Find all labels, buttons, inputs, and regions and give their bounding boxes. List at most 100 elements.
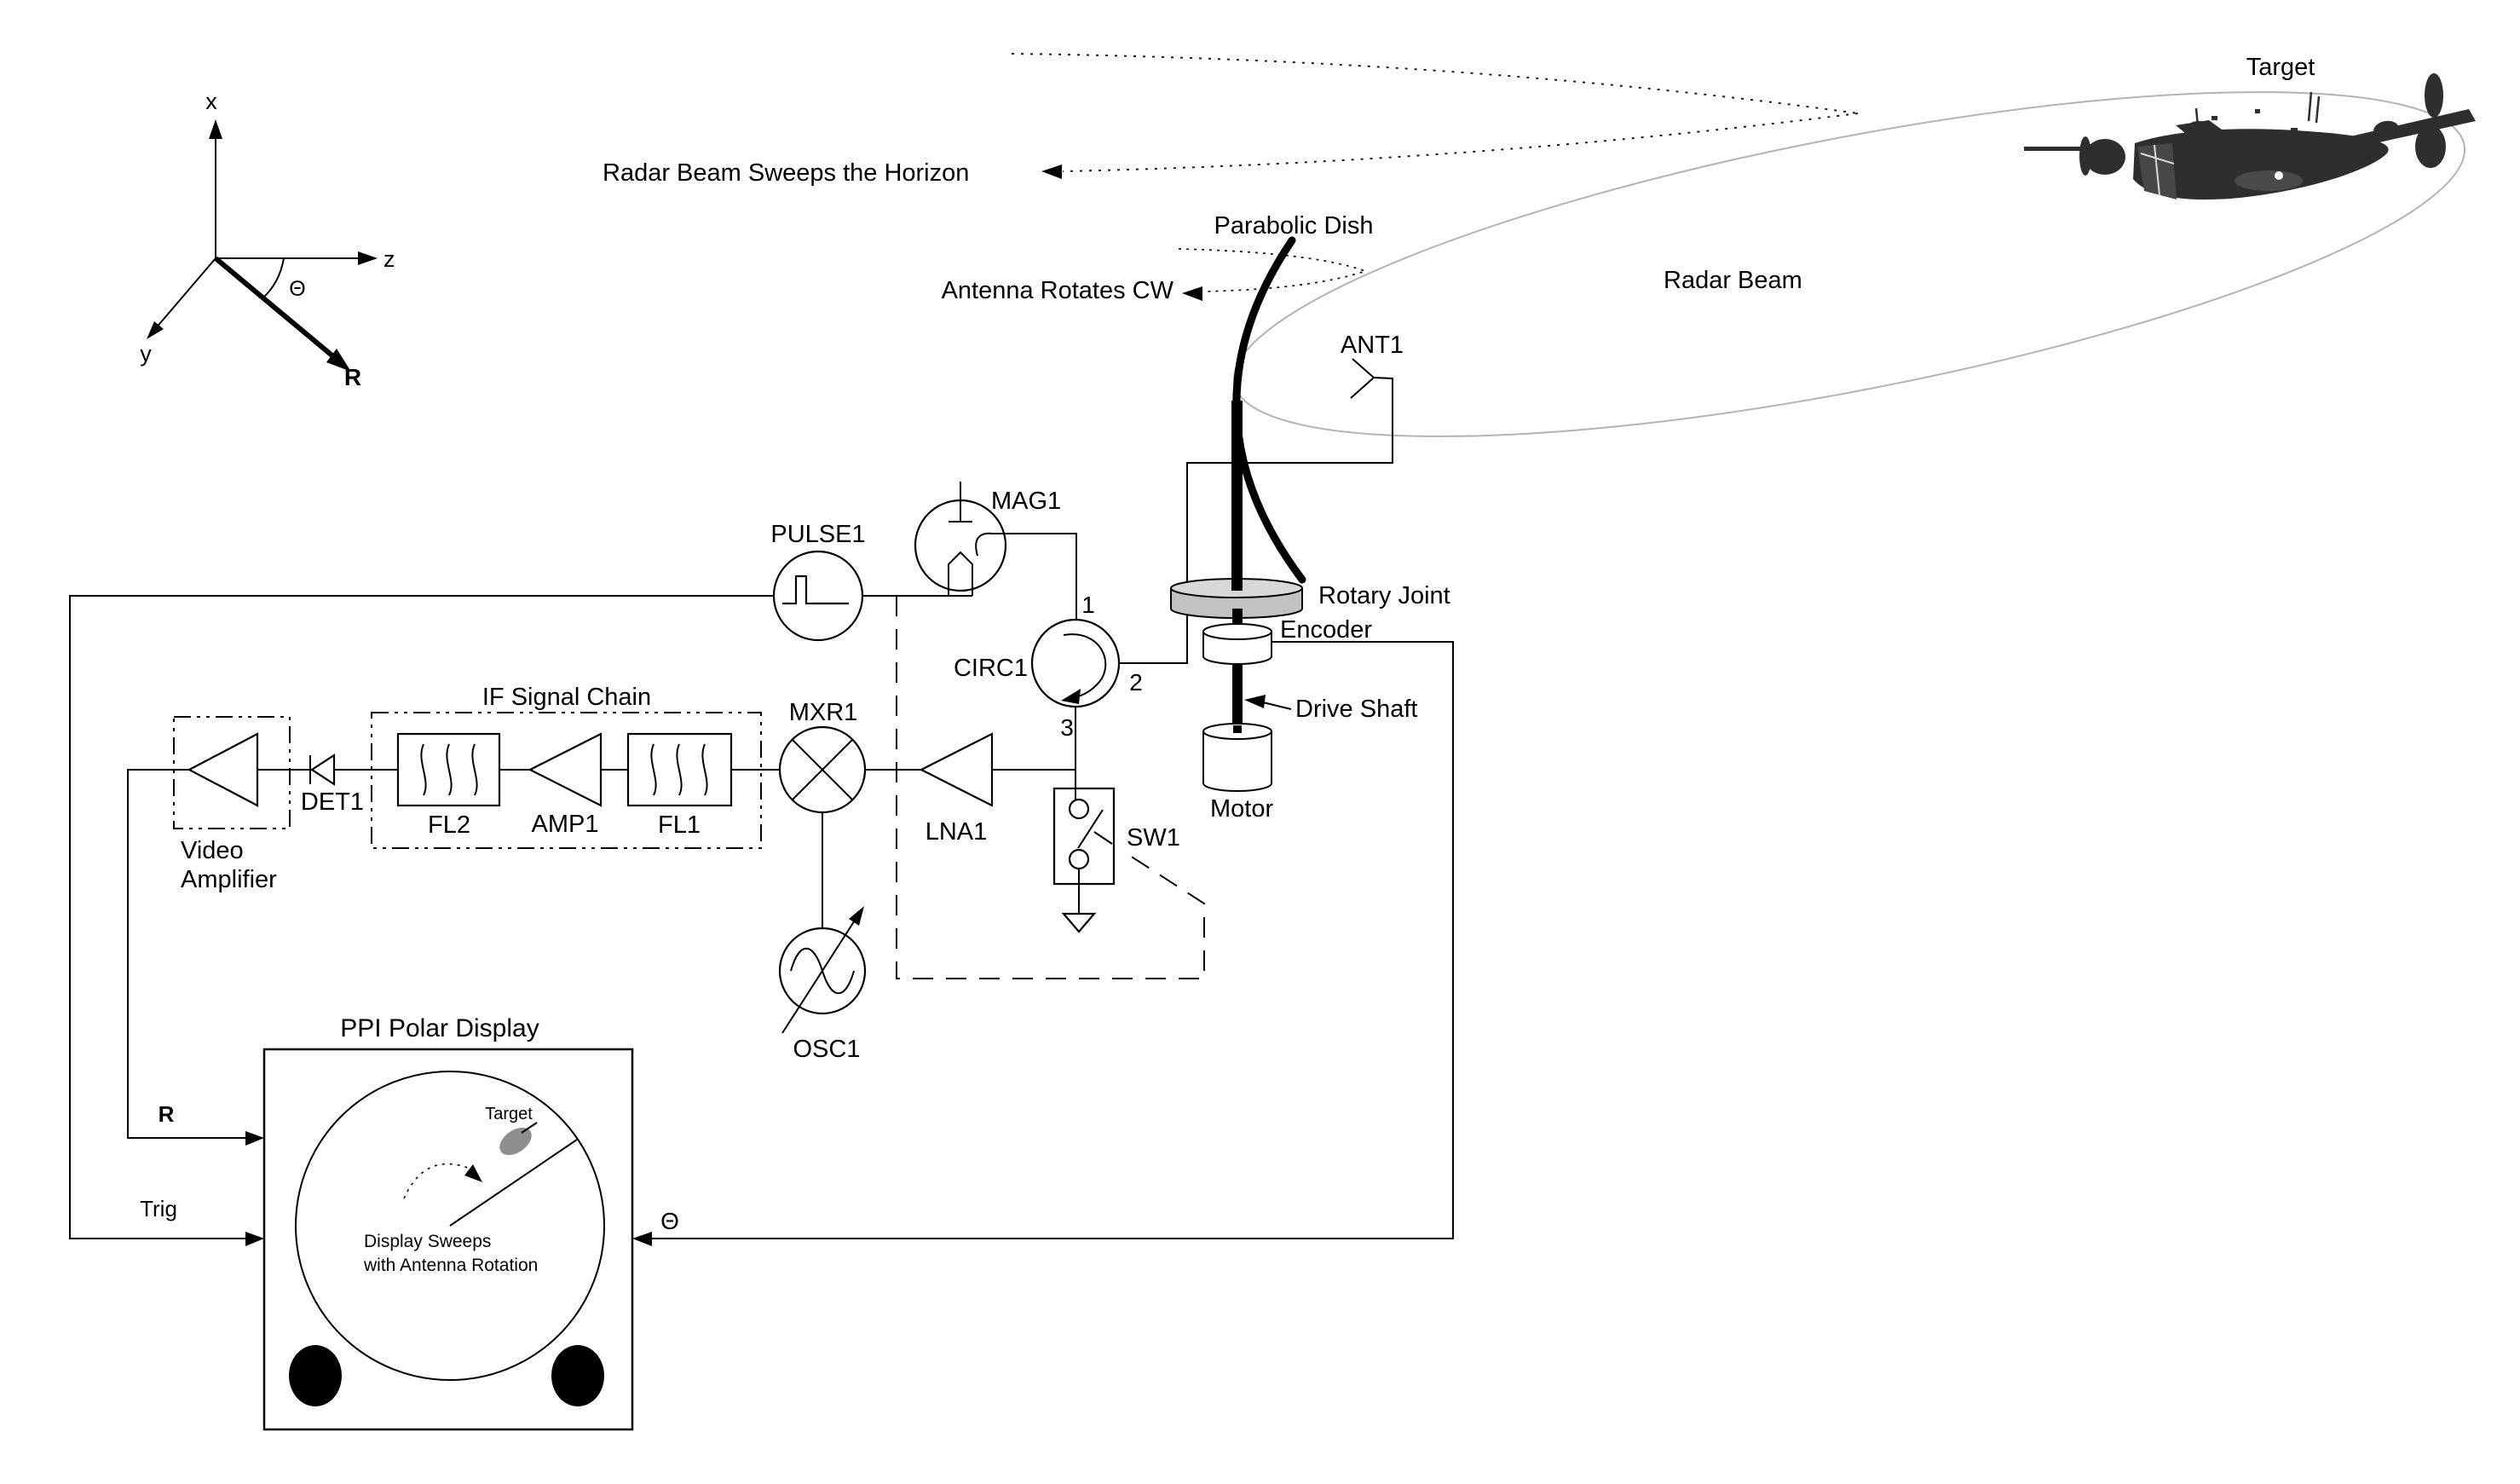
amp1-label: AMP1 — [532, 811, 599, 838]
ppi-target-label: Target — [485, 1105, 533, 1123]
circ1-rotation-arc — [1063, 633, 1107, 698]
video-amp-label-line1: Video — [181, 837, 244, 864]
aircraft-antenna-mast-2 — [2307, 91, 2313, 122]
mag1-magnetron — [914, 482, 1007, 596]
target-aircraft — [2024, 73, 2476, 200]
osc1-circle — [778, 927, 867, 1015]
aircraft-star-marking — [2275, 171, 2283, 180]
mag1-output-hook — [975, 532, 995, 557]
pulse1-label: PULSE1 — [770, 521, 865, 548]
sweep-arrow-icon — [1041, 165, 1062, 179]
sw1-lever-tick — [1093, 831, 1113, 845]
mag1-anode-stub — [949, 482, 972, 523]
aircraft-tail-fin — [2425, 73, 2443, 118]
antenna-mast — [1231, 401, 1243, 591]
ppi-target-leader — [521, 1122, 538, 1134]
aircraft-speckle-1 — [2211, 116, 2217, 120]
sw1-top-contact — [1068, 798, 1090, 820]
video-amp-triangle — [187, 732, 259, 807]
det1-label: DET1 — [301, 788, 364, 816]
ppi-sweep-caption-line1: Display Sweeps — [364, 1232, 491, 1251]
sw1-label: SW1 — [1127, 824, 1180, 852]
motor-body — [1202, 731, 1272, 792]
range-wire — [127, 769, 247, 1139]
osc1-tune-arrow-icon — [849, 906, 864, 926]
antenna-feed — [1119, 358, 1393, 664]
encoder-top — [1202, 623, 1272, 640]
target-caption: Target — [2246, 54, 2315, 81]
theta-feedback-wire — [649, 641, 1454, 1239]
pulse1-generator — [772, 550, 864, 642]
pulse1-circle — [772, 550, 864, 642]
encoder-label: Encoder — [1280, 616, 1372, 644]
r-vector-arrow-icon — [326, 349, 351, 372]
r-vector-line — [214, 256, 336, 360]
y-axis-arrow-icon — [147, 321, 164, 339]
coordinate-frame: x z y R Θ — [140, 89, 395, 390]
ppi-sweep-line — [449, 1139, 578, 1227]
aircraft-right-engine — [2415, 125, 2446, 168]
aircraft-antenna-mast-3 — [2315, 95, 2321, 124]
osc1-oscillator — [778, 906, 867, 1034]
sw1-switch — [1052, 770, 1116, 933]
aircraft-speckle-2 — [2255, 109, 2260, 113]
range-input-label: R — [159, 1101, 175, 1127]
radar-beam-caption: Radar Beam — [1664, 267, 1802, 294]
ppi-rotation-arrow-icon — [464, 1164, 482, 1182]
fl2-wave-icon — [420, 743, 478, 796]
mag1-label: MAG1 — [991, 488, 1061, 515]
osc1-label: OSC1 — [793, 1036, 861, 1063]
circ1-arrow-icon — [1061, 689, 1081, 704]
x-axis-arrow-icon — [209, 119, 222, 139]
video-amp-label-line2: Amplifier — [181, 866, 277, 893]
circ1-port3-label: 3 — [1060, 714, 1074, 741]
drive-shaft-arrow-icon — [1244, 695, 1266, 708]
mag1-cathode-icon — [948, 551, 973, 596]
trig-wire — [69, 595, 774, 1239]
aircraft-waist-patch — [2235, 170, 2303, 191]
det1-triangle — [309, 753, 336, 787]
ppi-display: Target Display Sweeps with Antenna Rotat… — [262, 1048, 634, 1431]
drive-shaft-bar — [1232, 664, 1243, 727]
circ1-port1-label: 1 — [1081, 592, 1095, 618]
theta-input-label: Θ — [660, 1208, 679, 1234]
parabolic-dish-arc — [1232, 236, 1306, 584]
ppi-knob-left — [289, 1345, 342, 1406]
parabolic-dish-caption: Parabolic Dish — [1214, 212, 1374, 240]
sw1-bottom-contact — [1068, 848, 1090, 870]
circ1-label: CIRC1 — [954, 655, 1028, 682]
antenna-feed-wire — [1119, 377, 1393, 664]
aircraft-wing-engine — [2373, 120, 2399, 139]
motor-label: Motor — [1210, 795, 1273, 823]
mast-lower-stub — [1232, 609, 1243, 627]
lna1-triangle — [919, 732, 994, 807]
x-axis-label: x — [205, 89, 217, 114]
video-amp-box — [173, 716, 291, 829]
mxr1-mixer — [778, 725, 867, 814]
osc1-tune-arrow-line — [781, 915, 858, 1034]
fl2-label: FL2 — [428, 811, 470, 839]
ppi-sweep-caption-line2: with Antenna Rotation — [363, 1256, 538, 1275]
z-axis-arrow-icon — [358, 251, 378, 265]
ppi-rotation-arc — [403, 1163, 469, 1199]
r-vector-label: R — [344, 364, 361, 390]
aircraft-fuselage — [2133, 129, 2389, 200]
ground-icon — [1061, 912, 1097, 933]
aircraft-antenna-mast-1 — [2194, 107, 2200, 128]
ppi-knob-right — [551, 1345, 604, 1406]
sw1-box — [1052, 787, 1116, 886]
ppi-title: PPI Polar Display — [340, 1014, 539, 1042]
trig-input-arrow-icon — [245, 1232, 264, 1246]
theta-angle-arc — [262, 257, 285, 299]
sw1-lever — [1077, 809, 1104, 849]
circ1-circulator — [1030, 618, 1121, 708]
radar-beam-outline — [1232, 91, 2466, 437]
lna1-amplifier — [919, 732, 994, 807]
shaft-into-motor — [1233, 725, 1242, 733]
fl1-label: FL1 — [658, 811, 701, 839]
amp1-triangle — [528, 732, 603, 807]
antenna-rotation-caption: Antenna Rotates CW — [942, 277, 1174, 304]
aircraft-speckle-3 — [2291, 128, 2298, 133]
